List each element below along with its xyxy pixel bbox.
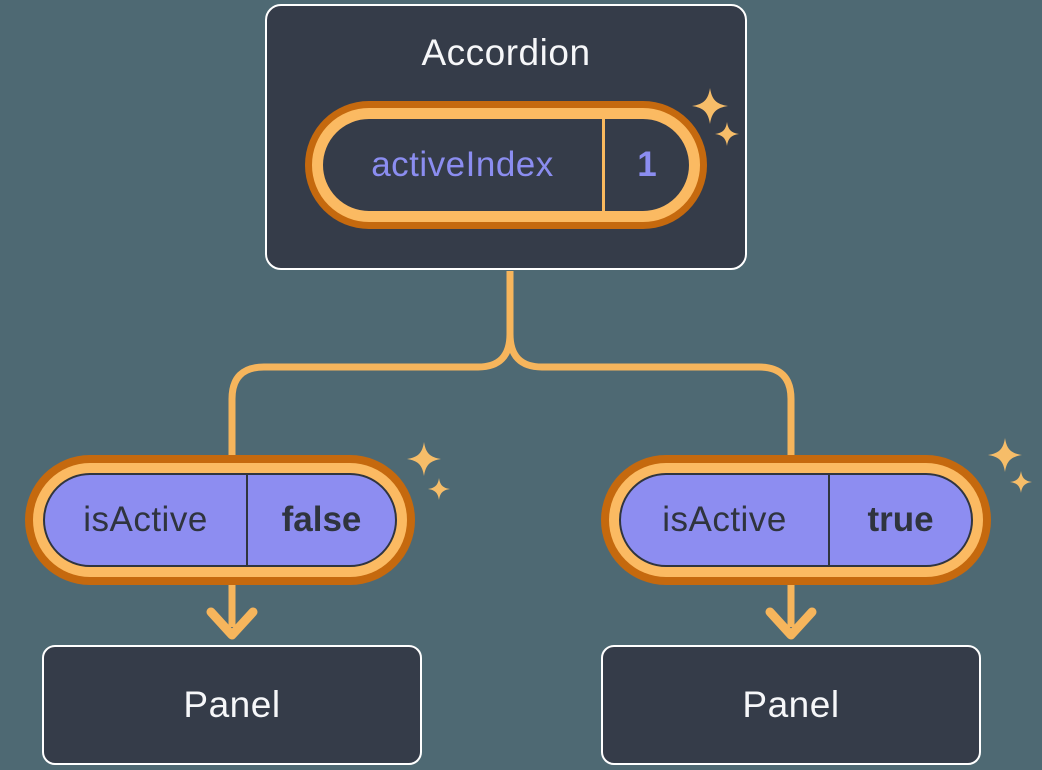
pill-divider [828,475,830,565]
state-value-label: false [281,500,362,539]
connector-left-branch [228,271,514,627]
panel-label-right: Panel [742,684,840,725]
sparkle-icon [407,442,441,476]
state-name-label: activeIndex [371,145,554,184]
state-value-label: true [867,500,934,539]
panel-box-left: Panel [42,645,422,765]
panel-label-left: Panel [183,684,281,725]
state-value-label: 1 [637,145,657,184]
panel-box-right: Panel [601,645,981,765]
pill-divider [602,119,605,211]
state-name-label: isActive [83,500,208,539]
accordion-title: Accordion [421,32,591,73]
sparkle-icon [428,478,450,500]
arrow-down-icon [765,607,817,640]
arrow-down-icon [206,607,258,640]
sparkle-icon [1010,471,1032,493]
connector-right-branch [506,271,795,627]
accordion-state-pill: activeIndex 1 [312,108,700,222]
sparkle-icon [988,438,1022,472]
right-child-state-pill: isActive true [619,473,973,567]
state-name-label: isActive [662,500,787,539]
pill-divider [246,475,248,565]
left-child-state-pill: isActive false [43,473,397,567]
